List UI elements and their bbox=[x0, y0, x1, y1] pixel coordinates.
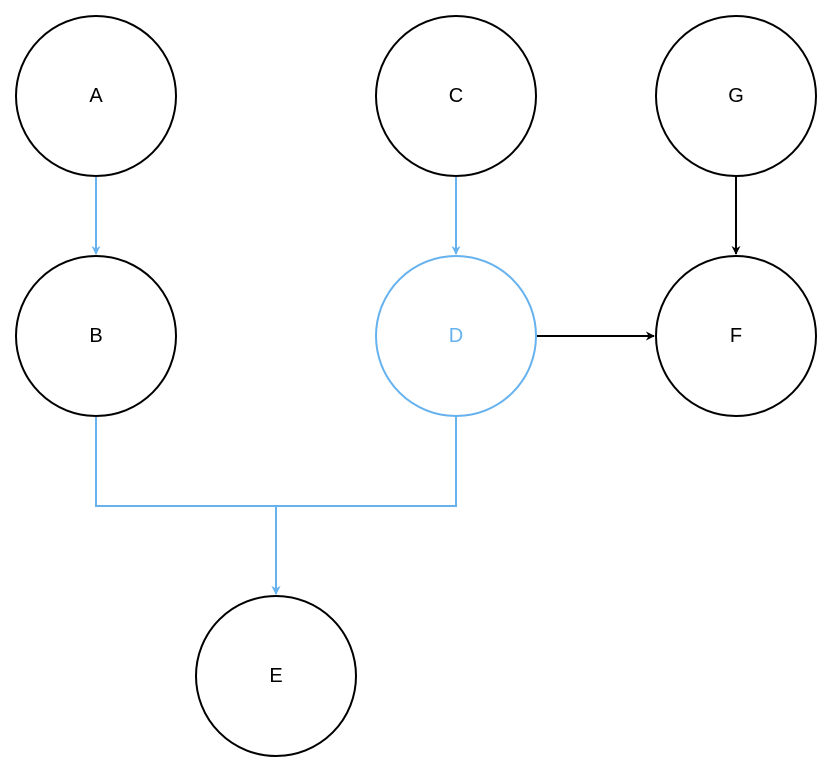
node-f-circle bbox=[655, 255, 817, 417]
node-e-circle bbox=[195, 595, 357, 757]
node-b-label: B bbox=[89, 325, 102, 347]
node-c-label: C bbox=[449, 85, 463, 107]
node-b[interactable]: B bbox=[15, 255, 177, 417]
node-a[interactable]: A bbox=[15, 15, 177, 177]
node-g-label: G bbox=[728, 85, 744, 107]
node-d[interactable]: D bbox=[375, 255, 537, 417]
node-d-circle bbox=[375, 255, 537, 417]
node-g-circle bbox=[655, 15, 817, 177]
edge-b-to-e bbox=[95, 416, 281, 595]
node-c[interactable]: C bbox=[375, 15, 537, 177]
node-e[interactable]: E bbox=[195, 595, 357, 757]
node-e-label: E bbox=[269, 665, 282, 687]
node-a-label: A bbox=[89, 85, 103, 107]
node-f-label: F bbox=[730, 325, 742, 347]
node-g[interactable]: G bbox=[655, 15, 817, 177]
node-d-label: D bbox=[449, 325, 463, 347]
node-f[interactable]: F bbox=[655, 255, 817, 417]
node-a-circle bbox=[15, 15, 177, 177]
node-c-circle bbox=[375, 15, 537, 177]
node-b-circle bbox=[15, 255, 177, 417]
edge-d-to-e bbox=[271, 416, 457, 595]
